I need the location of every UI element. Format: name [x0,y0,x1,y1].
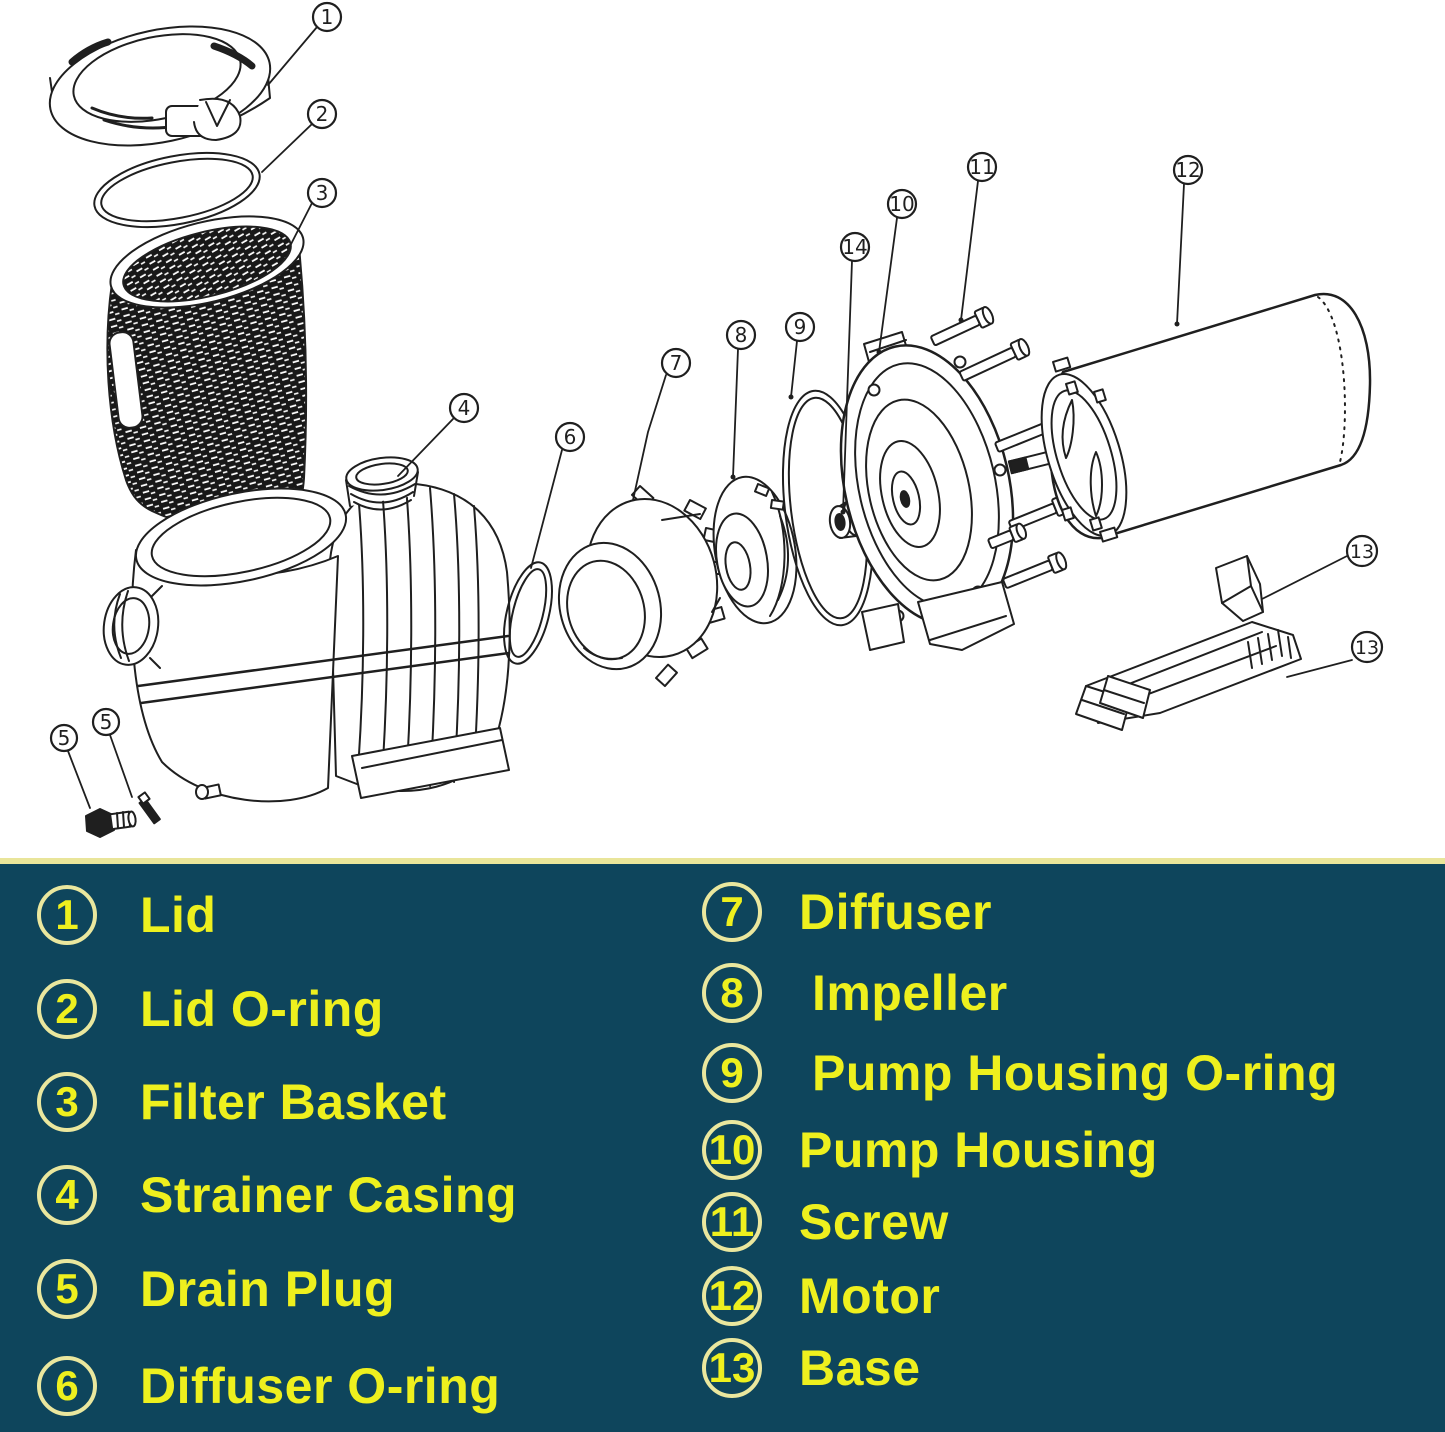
filter-basket-drawing [106,215,308,529]
svg-text:14: 14 [842,235,867,259]
legend-item-drain-plug: 5 Drain Plug [37,1257,395,1321]
svg-text:10: 10 [889,192,914,216]
exploded-diagram: 1 2 3 4 5 5 6 7 8 9 14 10 11 12 13 13 [48,1,1384,838]
legend-label-impeller: Impeller [812,965,1008,1021]
legend-label-filter-basket: Filter Basket [140,1074,447,1130]
panel-divider [0,858,1445,864]
legend-panel: 1 Lid 2 Lid O-ring 3 Filter Basket 4 Str… [0,864,1445,1432]
base-drawing [1075,555,1302,731]
callout-balloons: 1 2 3 4 5 5 6 7 8 9 14 10 11 12 13 13 [49,1,1384,753]
svg-text:11: 11 [969,155,994,179]
callout-10: 10 [886,188,918,220]
callout-6: 6 [554,421,586,453]
legend-num-11: 11 [702,1192,762,1252]
svg-text:7: 7 [670,351,683,375]
svg-text:1: 1 [321,5,334,29]
diffuser-drawing [557,485,729,688]
callout-2: 2 [306,98,338,130]
legend-num-2: 2 [37,979,97,1039]
svg-text:2: 2 [316,102,329,126]
pump-housing-drawing [839,331,1015,651]
svg-text:5: 5 [100,710,113,734]
legend-num-1: 1 [37,885,97,945]
legend-num-8: 8 [702,963,762,1023]
legend-num-5: 5 [37,1259,97,1319]
legend-num-10: 10 [702,1120,762,1180]
callout-7: 7 [660,347,692,379]
callout-4: 4 [448,392,480,424]
svg-text:9: 9 [794,315,807,339]
legend-item-diffuser-oring: 6 Diffuser O-ring [37,1354,500,1418]
callout-1: 1 [311,1,343,33]
drain-plug-drawing [85,791,161,838]
diffuser-oring-drawing [503,561,553,665]
callout-5b: 5 [91,707,121,737]
svg-text:6: 6 [564,425,577,449]
legend-num-4: 4 [37,1165,97,1225]
callout-13a: 13 [1345,534,1379,568]
legend-item-screw: 11 Screw [702,1190,948,1254]
svg-text:13: 13 [1350,541,1374,563]
callout-12: 12 [1172,154,1204,186]
legend-num-6: 6 [37,1356,97,1416]
callout-13b: 13 [1350,630,1384,664]
legend-label-screw: Screw [799,1194,949,1250]
callout-5a: 5 [49,723,79,753]
legend-num-7: 7 [702,882,762,942]
legend-num-3: 3 [37,1072,97,1132]
legend-label-pump-housing-oring: Pump Housing O-ring [812,1045,1339,1101]
impeller-drawing [711,475,798,625]
callout-9: 9 [784,311,816,343]
lid-drawing [48,25,272,147]
exploded-diagram-svg: 1 2 3 4 5 5 6 7 8 9 14 10 11 12 13 13 [48,1,1384,838]
legend-item-lid-oring: 2 Lid O-ring [37,977,383,1041]
legend-label-diffuser-oring: Diffuser O-ring [140,1358,501,1414]
legend-item-diffuser: 7 Diffuser [702,880,991,944]
legend-item-pump-housing: 10 Pump Housing [702,1118,1157,1182]
legend-label-pump-housing: Pump Housing [799,1122,1158,1178]
callout-3: 3 [306,177,338,209]
callout-8: 8 [725,319,757,351]
legend-label-motor: Motor [799,1268,941,1324]
legend-num-9: 9 [702,1043,762,1103]
callout-11: 11 [966,151,998,183]
strainer-casing-drawing [102,456,511,803]
legend-label-drain-plug: Drain Plug [140,1261,396,1317]
legend-item-impeller: 8 Impeller [702,961,1007,1025]
legend-item-lid: 1 Lid [37,883,216,947]
legend-item-filter-basket: 3 Filter Basket [37,1070,446,1134]
svg-text:3: 3 [316,181,329,205]
legend-label-lid: Lid [140,887,217,943]
legend-label-diffuser: Diffuser [799,884,992,940]
svg-text:4: 4 [458,396,471,420]
legend-label-lid-oring: Lid O-ring [140,981,384,1037]
legend-label-strainer-casing: Strainer Casing [140,1167,518,1223]
svg-text:12: 12 [1175,158,1200,182]
leader-lines [67,26,1353,809]
callout-14: 14 [839,231,871,263]
legend-item-strainer-casing: 4 Strainer Casing [37,1163,517,1227]
motor-drawing [1040,292,1372,543]
legend-item-base: 13 Base [702,1336,920,1400]
legend-label-base: Base [799,1340,921,1396]
lid-oring-drawing [93,151,261,229]
svg-text:5: 5 [58,726,71,750]
svg-text:8: 8 [735,323,748,347]
legend-item-pump-housing-oring: 9 Pump Housing O-ring [702,1041,1338,1105]
legend-num-13: 13 [702,1338,762,1398]
legend-num-12: 12 [702,1266,762,1326]
svg-text:13: 13 [1355,637,1379,659]
legend-item-motor: 12 Motor [702,1264,940,1328]
